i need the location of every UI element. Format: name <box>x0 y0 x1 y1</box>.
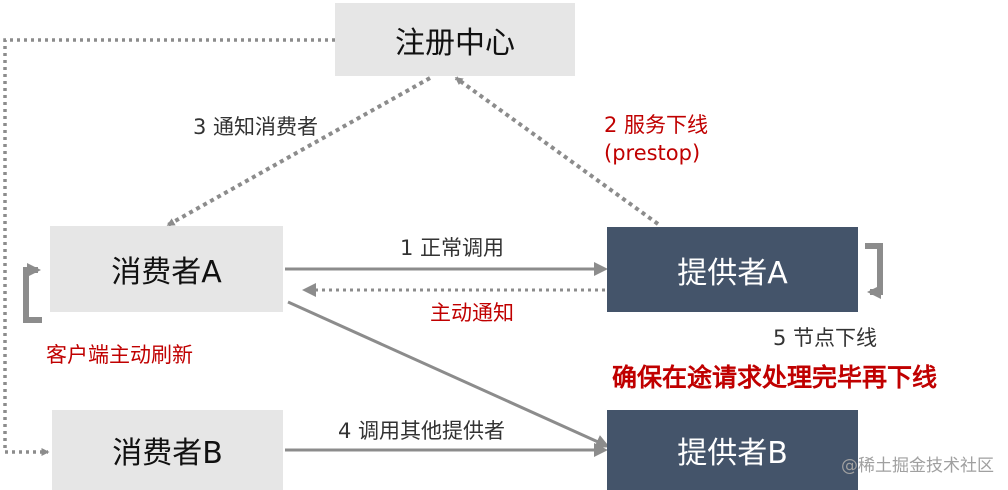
consumer-b-node: 消费者B <box>52 410 283 490</box>
registry-label: 注册中心 <box>395 25 515 61</box>
provider-b-node: 提供者B <box>607 410 858 490</box>
service-offline-label: 2 服务下线 <box>604 113 709 137</box>
watermark: @稀土掘金技术社区 <box>841 456 994 476</box>
active-notify-label: 主动通知 <box>430 301 514 325</box>
provider-b-label: 提供者B <box>677 436 788 471</box>
service-offline-hint-label: (prestop) <box>604 141 701 165</box>
client-refresh-label: 客户端主动刷新 <box>46 343 193 367</box>
consumer-a-node: 消费者A <box>50 226 283 312</box>
provider-a-node: 提供者A <box>607 227 858 312</box>
service-offline-arrow <box>454 76 660 226</box>
provider-a-label: 提供者A <box>677 255 788 291</box>
client-refresh-loop-arrow <box>23 263 42 323</box>
failover-call-arrow <box>287 300 610 448</box>
node-offline-loop-arrow <box>865 243 883 299</box>
ensure-requests-done-label: 确保在途请求处理完毕再下线 <box>612 363 938 392</box>
registry-node: 注册中心 <box>335 3 575 76</box>
call-other-provider-label: 4 调用其他提供者 <box>338 419 506 443</box>
notify-consumer-label: 3 通知消费者 <box>193 115 319 139</box>
normal-call-label: 1 正常调用 <box>400 236 505 260</box>
node-offline-label: 5 节点下线 <box>773 326 878 350</box>
notify-consumer-arrow <box>166 76 431 227</box>
consumer-b-label: 消费者B <box>112 436 223 471</box>
consumer-a-label: 消费者A <box>111 255 222 290</box>
registry-to-consumer-b-arrow <box>3 38 335 456</box>
